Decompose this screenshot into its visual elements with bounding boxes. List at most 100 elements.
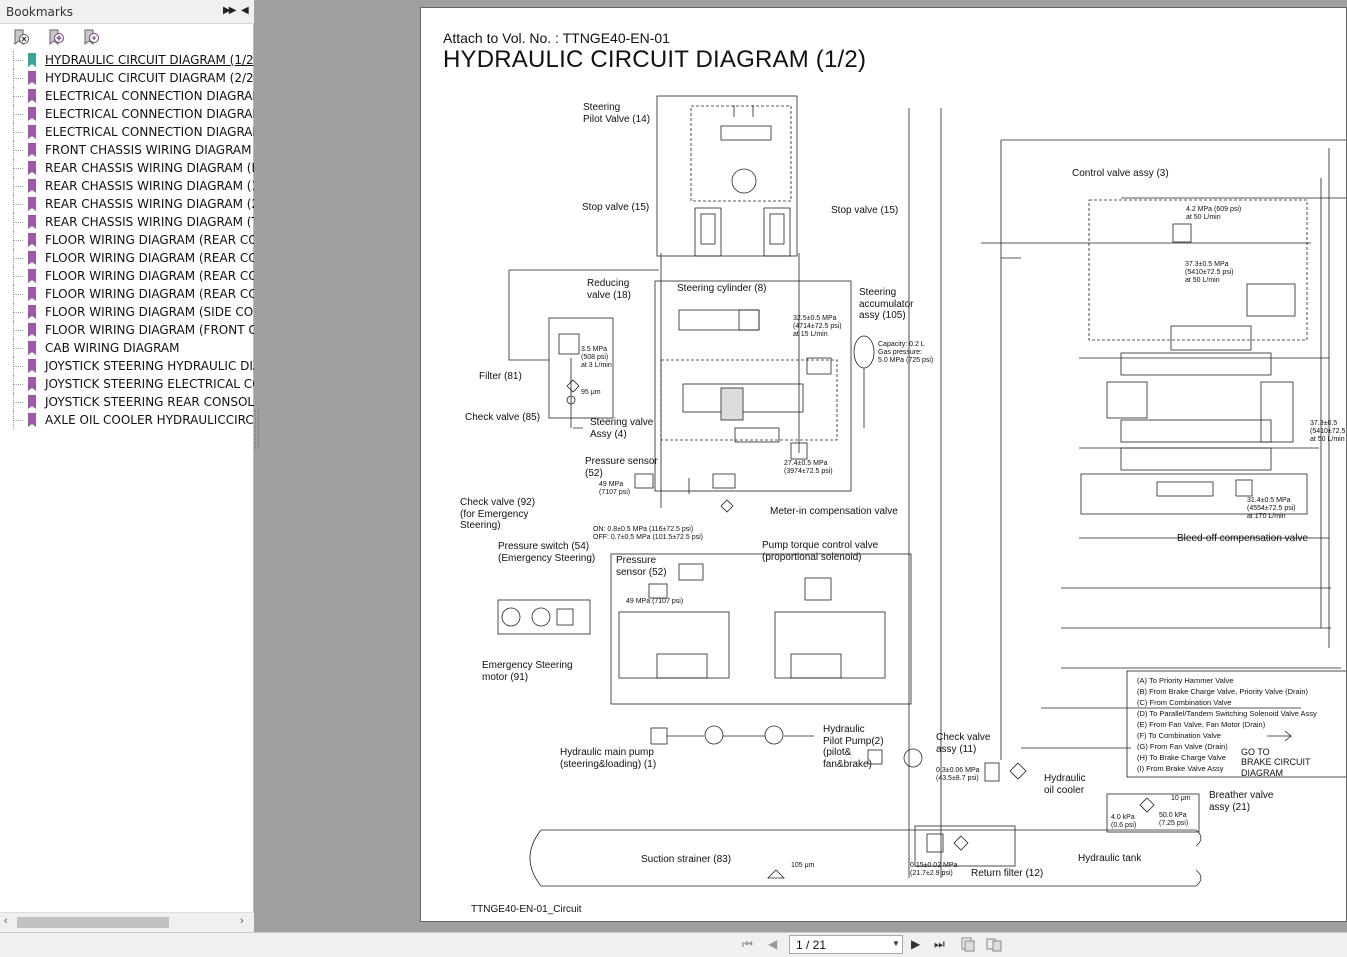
label-p35: 3.5 MPa(508 psi)at 3 L/min [581,346,612,370]
page-navigation-bar: ⏮ ◀ 1 / 21 ▼ ▶ ⏭ [0,932,1347,957]
bookmark-item[interactable]: FLOOR WIRING DIAGRAM (REAR CON [0,285,254,303]
new-bookmark-icon[interactable] [47,28,65,46]
attach-line: Attach to Vol. No. : TTNGE40-EN-01 [443,30,670,46]
tree-line [13,258,23,259]
bookmark-icon [28,287,36,301]
first-page-icon[interactable]: ⏮ [742,937,753,951]
bookmark-label: ELECTRICAL CONNECTION DIAGRAM ( [45,89,254,103]
label-main-pump: Hydraulic main pump(steering&loading) (1… [560,747,657,770]
bookmark-item[interactable]: REAR CHASSIS WIRING DIAGRAM (2/: [0,195,254,213]
bookmark-list: HYDRAULIC CIRCUIT DIAGRAM (1/2) HYDRAULIC… [0,51,254,911]
bookmark-item[interactable]: HYDRAULIC CIRCUIT DIAGRAM (2/2) [0,69,254,87]
scroll-thumb[interactable] [17,917,169,928]
bookmark-label: FLOOR WIRING DIAGRAM (FRONT CO [45,323,254,337]
page-number-input[interactable]: 1 / 21 ▼ [789,935,903,954]
tree-line [13,222,23,223]
prev-page-icon[interactable]: ◀ [768,937,778,951]
single-page-icon[interactable] [960,936,976,952]
scroll-right-icon[interactable]: › [240,915,244,927]
document-page: Attach to Vol. No. : TTNGE40-EN-01 HYDRA… [420,7,1347,922]
two-page-icon[interactable] [986,936,1002,952]
bookmark-item[interactable]: AXLE OIL COOLER HYDRAULICCIRCUI [0,411,254,429]
next-page-icon[interactable]: ▶ [911,937,921,951]
bookmark-icon [28,413,36,427]
bookmark-icon [28,71,36,85]
bookmark-icon [28,323,36,337]
label-p015: 0.15±0.02 MPa(21.7±2.9 psi) [910,862,958,878]
bookmark-item[interactable]: FRONT CHASSIS WIRING DIAGRAM [0,141,254,159]
label-hydraulic-tank: Hydraulic tank [1078,853,1142,864]
bookmark-item[interactable]: REAR CHASSIS WIRING DIAGRAM (EN [0,159,254,177]
label-p49-top: 49 MPa(7107 psi) [599,481,631,497]
tree-line [13,348,23,349]
label-pump-torque: Pump torque control valve(proportional s… [762,540,879,563]
triangle-left-icon[interactable]: ◀ [241,5,249,16]
tree-line [13,240,23,241]
expand-bookmark-icon[interactable] [82,28,100,46]
tree-line [13,366,23,367]
label-control-valve: Control valve assy (3) [1072,168,1169,179]
bookmark-label: JOYSTICK STEERING ELECTRICAL CO [45,377,254,391]
bookmark-item[interactable]: FLOOR WIRING DIAGRAM (REAR CON [0,267,254,285]
double-chevron-right-icon[interactable]: ▶▶ [223,5,236,16]
bookmark-item[interactable]: HYDRAULIC CIRCUIT DIAGRAM (1/2) [0,51,254,69]
tree-line [13,78,23,79]
bookmark-label: REAR CHASSIS WIRING DIAGRAM (2/: [45,197,254,211]
panel-splitter[interactable] [255,410,259,450]
bookmark-label: JOYSTICK STEERING REAR CONSOLE [45,395,254,409]
label-p373a: 37.3±0.5 MPa(5410±72.5 psi)at 50 L/min [1185,261,1234,285]
label-stop-valve-left: Stop valve (15) [582,202,650,213]
chevron-down-icon[interactable]: ▼ [892,939,900,948]
label-mesh-95: 95 μm [581,389,601,396]
bookmark-item[interactable]: CAB WIRING DIAGRAM [0,339,254,357]
label-p49-mid: 49 MPa (7107 psi) [626,598,684,605]
bookmark-icon [28,341,36,355]
last-page-icon[interactable]: ⏭ [934,937,945,951]
bookmark-item[interactable]: FLOOR WIRING DIAGRAM (FRONT CO [0,321,254,339]
label-mesh-10: 10 μm [1171,795,1191,802]
delete-bookmark-icon[interactable] [12,28,30,46]
bookmark-item[interactable]: FLOOR WIRING DIAGRAM (SIDE CONS [0,303,254,321]
tree-line [13,168,23,169]
bookmark-label: FLOOR WIRING DIAGRAM (REAR CON [45,233,254,247]
bookmark-icon [28,377,36,391]
label-p274: 27.4±0.5 MPa(3974±72.5 psi) [784,460,833,476]
label-pressure-sensor-top: Pressure sensor(52) [585,456,658,479]
bookmark-label: FLOOR WIRING DIAGRAM (REAR CON [45,269,254,283]
scroll-left-icon[interactable]: ‹ [4,915,8,927]
bookmark-icon [28,197,36,211]
bookmark-item[interactable]: JOYSTICK STEERING REAR CONSOLE [0,393,254,411]
bookmark-item[interactable]: JOYSTICK STEERING HYDRAULIC DIA [0,357,254,375]
bookmark-item[interactable]: ELECTRICAL CONNECTION DIAGRAM ( [0,87,254,105]
bookmarks-toolbar [0,25,254,51]
bookmark-icon [28,89,36,103]
label-filter: Filter (81) [479,371,522,382]
bookmark-icon [28,143,36,157]
label-p03: 0.3±0.06 MPa(43.5±8.7 psi) [936,767,980,783]
bookmark-item[interactable]: ELECTRICAL CONNECTION DIAGRAM ( [0,105,254,123]
bookmark-item[interactable]: ELECTRICAL CONNECTION DIAGRAM ( [0,123,254,141]
tree-line [13,186,23,187]
bookmark-label: HYDRAULIC CIRCUIT DIAGRAM (2/2) [45,71,254,85]
bookmark-item[interactable]: REAR CHASSIS WIRING DIAGRAM (1/: [0,177,254,195]
bookmark-item[interactable]: JOYSTICK STEERING ELECTRICAL CO [0,375,254,393]
bookmark-item[interactable]: FLOOR WIRING DIAGRAM (REAR CON [0,231,254,249]
bookmark-item[interactable]: REAR CHASSIS WIRING DIAGRAM (TR [0,213,254,231]
bookmarks-hscrollbar[interactable]: ‹ › [0,912,254,932]
bookmark-item[interactable]: FLOOR WIRING DIAGRAM (REAR CON [0,249,254,267]
bookmark-icon [28,359,36,373]
bookmark-label: FLOOR WIRING DIAGRAM (REAR CON [45,287,254,301]
bookmark-label: HYDRAULIC CIRCUIT DIAGRAM (1/2) [45,53,254,67]
tree-line [13,312,23,313]
tree-line [13,114,23,115]
label-on-off: ON: 0.8±0.5 MPa (116±72.5 psi)OFF: 0.7±0… [593,526,704,542]
label-p325: 32.5±0.5 MPa(4714±72.5 psi)at 15 L/min [793,315,842,339]
label-p314: 31.4±0.5 MPa(4554±72.5 psi)at 170 L/min [1247,497,1296,521]
